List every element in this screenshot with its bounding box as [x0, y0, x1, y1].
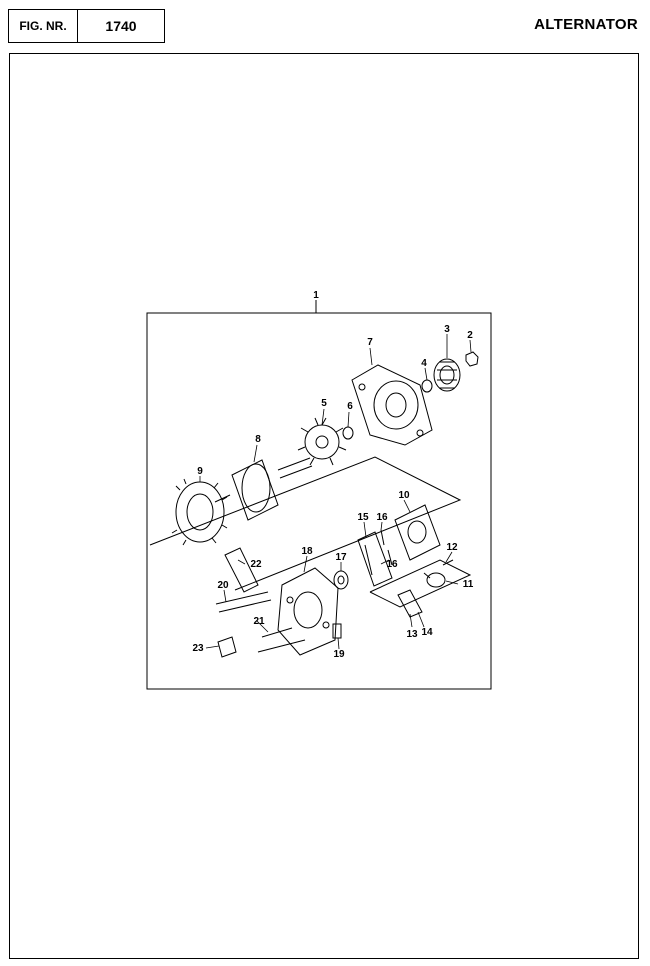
fan — [297, 417, 347, 466]
callout-2: 2 — [467, 330, 473, 341]
rear-housing — [277, 567, 339, 656]
callout-6: 6 — [347, 401, 353, 412]
fig-number-value: 1740 — [77, 9, 165, 43]
gasket — [217, 636, 237, 658]
callout-3: 3 — [444, 324, 450, 335]
callout-8: 8 — [255, 434, 261, 445]
callout-22: 22 — [250, 559, 262, 570]
sleeve — [332, 623, 342, 639]
through-bolt — [215, 591, 272, 613]
brush-group-outline — [369, 559, 472, 608]
callout-16: 16 — [376, 512, 388, 523]
callout-17: 17 — [335, 552, 347, 563]
callout-23: 23 — [192, 643, 204, 654]
cover-plate — [394, 504, 441, 561]
rotor-group-outline — [149, 456, 462, 591]
nut — [465, 351, 479, 367]
terminal-bolt — [257, 627, 306, 653]
callout-12: 12 — [446, 542, 458, 553]
screw — [442, 559, 454, 566]
callout-1: 1 — [313, 290, 319, 301]
callout-7: 7 — [367, 337, 373, 348]
callout-4: 4 — [421, 358, 427, 369]
bushing — [342, 426, 354, 440]
leader-lines — [199, 334, 472, 650]
screw — [380, 529, 393, 566]
callout-19: 19 — [333, 649, 345, 660]
callout-14: 14 — [421, 627, 433, 638]
callout-16-lower: 16 — [386, 559, 398, 570]
brush-holder — [357, 531, 393, 587]
callout-5: 5 — [321, 398, 327, 409]
callout-9: 9 — [197, 466, 203, 477]
rotor — [214, 457, 313, 521]
callout-10: 10 — [398, 490, 410, 501]
callout-11: 11 — [463, 579, 474, 590]
drawing-frame — [9, 53, 639, 959]
callout-18: 18 — [301, 546, 313, 557]
brush-assembly — [397, 589, 423, 618]
callout-20: 20 — [217, 580, 229, 591]
page-title: ALTERNATOR — [534, 16, 638, 33]
insulator — [224, 547, 259, 593]
pulley — [433, 358, 461, 392]
callout-13: 13 — [406, 629, 418, 640]
callout-15: 15 — [357, 512, 369, 523]
callout-21: 21 — [253, 616, 265, 627]
capacitor — [423, 572, 446, 588]
stator — [171, 478, 228, 546]
assembly-boundary — [146, 312, 492, 690]
callout-labels: 1 2 3 4 5 6 7 8 9 10 11 12 13 14 15 16 1… — [192, 290, 473, 660]
front-housing — [351, 364, 433, 446]
spacer — [421, 379, 433, 393]
